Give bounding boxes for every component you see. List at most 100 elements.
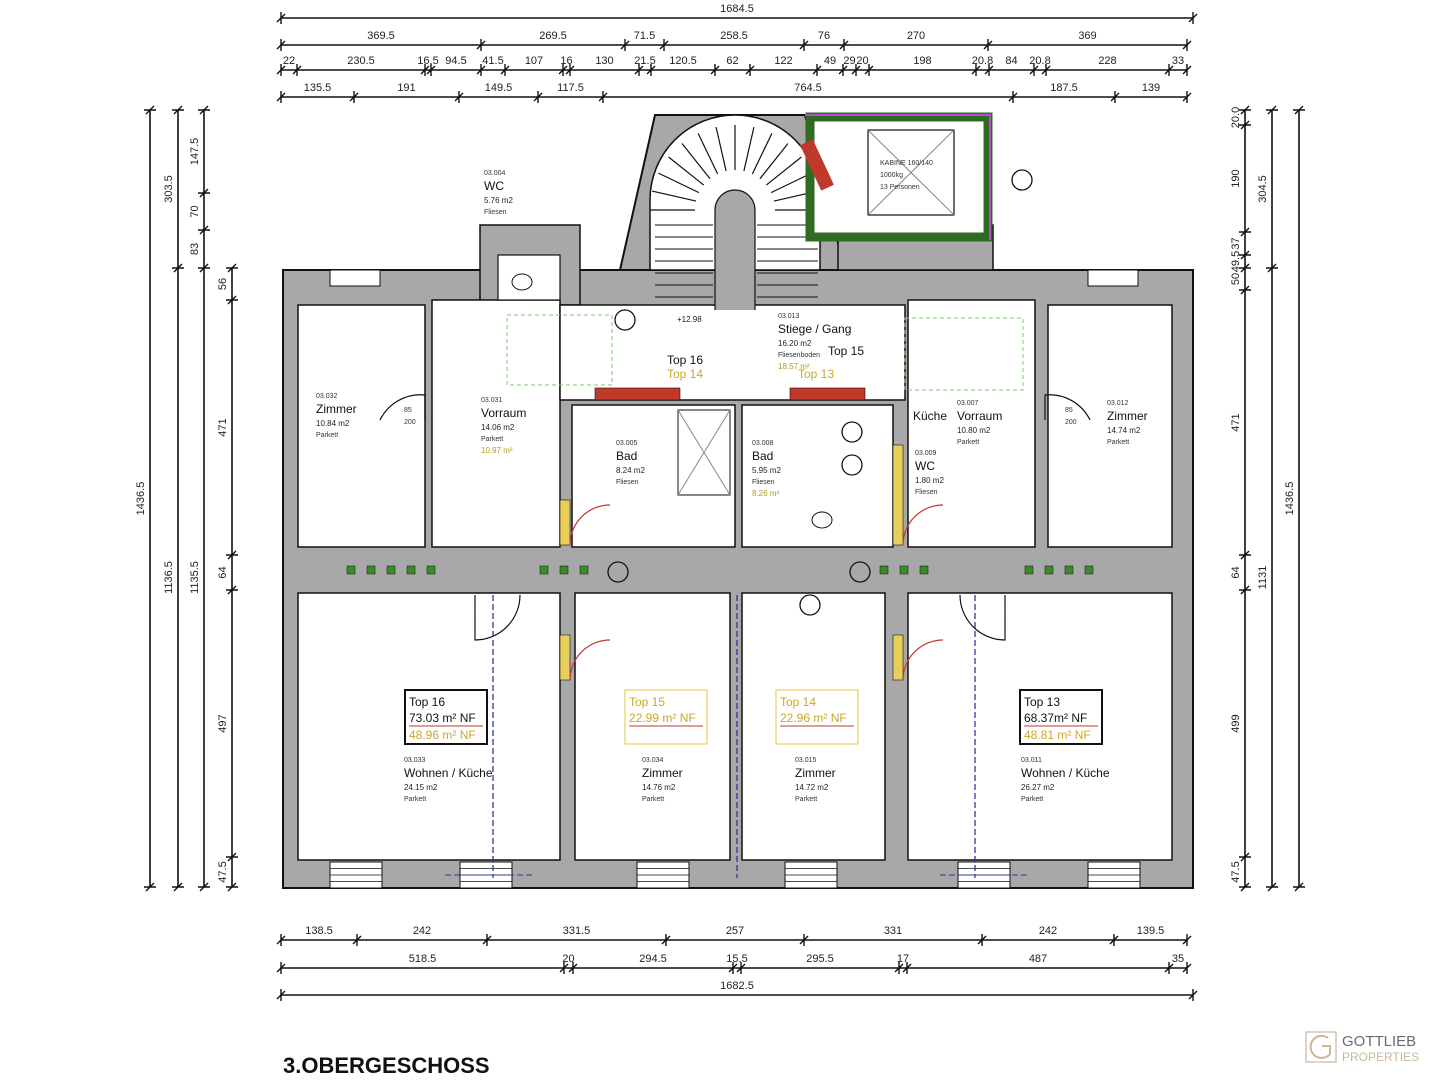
green-marker <box>559 565 569 575</box>
room-floor: Parkett <box>1021 796 1043 803</box>
room-code: 03.031 <box>481 397 503 404</box>
dimension-label: 295.5 <box>806 953 834 965</box>
room-floor: Parkett <box>481 436 503 443</box>
shaft-outline <box>805 114 991 240</box>
yellow-opening <box>559 499 571 546</box>
dimension-tick <box>971 64 981 76</box>
room-code: 03.004 <box>484 170 506 177</box>
green-marker <box>579 565 589 575</box>
toilet-icon <box>811 511 833 529</box>
room-area <box>297 304 426 548</box>
dimension-tick <box>533 91 543 103</box>
room-code: 03.032 <box>316 393 338 400</box>
dimension-tick <box>851 64 861 76</box>
dimension-label: 16.5 <box>417 55 438 67</box>
dimension-tick <box>1293 105 1305 115</box>
dimension-tick <box>226 550 238 560</box>
dimension-tick <box>198 882 210 892</box>
dimension-tick <box>1239 263 1251 273</box>
room-area: 5.76 m2 <box>484 196 513 205</box>
dimension-label: 49 <box>824 55 836 67</box>
room-floor: Parkett <box>316 432 338 439</box>
green-marker <box>1044 565 1054 575</box>
dimension-tick <box>864 64 874 76</box>
dimension-label: 1136.5 <box>163 561 175 594</box>
room-code: 03.011 <box>1021 757 1042 764</box>
red-marker <box>800 139 834 191</box>
corridor-unit-label: Top 14 <box>667 367 703 381</box>
dimension-tick <box>659 39 669 51</box>
dimension-tick <box>276 962 286 974</box>
room-name: Wohnen / Küche <box>1021 766 1110 780</box>
corridor-unit-label: Top 13 <box>798 367 834 381</box>
stair-step <box>668 156 705 186</box>
room-area: 10.84 m2 <box>316 419 350 428</box>
dimension-label: 1682.5 <box>720 980 754 992</box>
dimension-tick <box>1239 585 1251 595</box>
dimension-tick <box>426 64 436 76</box>
symbol-circle-icon <box>799 594 821 616</box>
shower-cross <box>677 409 731 496</box>
dimension-label: 331.5 <box>563 925 591 937</box>
stair-step <box>651 190 697 202</box>
door-swing <box>1044 394 1091 421</box>
stair-step <box>751 133 773 175</box>
room-area <box>1047 304 1173 548</box>
dimension-label: 147.5 <box>189 138 201 166</box>
dimension-label: 149.5 <box>485 82 513 94</box>
stair-step <box>715 126 727 172</box>
room-area: 8.24 m2 <box>616 466 645 475</box>
dimension-label: 1436.5 <box>1284 482 1296 516</box>
dimension-label: 331 <box>884 925 902 937</box>
elevator-label: KABINE 160/140 <box>880 160 933 167</box>
dimension-tick <box>558 64 568 76</box>
dimension-label: 47.5 <box>217 861 229 882</box>
door-swing-red <box>902 504 944 546</box>
dimension-tick <box>1239 285 1251 295</box>
elevator-cabin <box>867 129 955 216</box>
stair-step <box>681 143 711 180</box>
dimension-tick <box>276 989 286 1001</box>
room-area: 26.27 m2 <box>1021 783 1055 792</box>
stair-level: +12.98 <box>677 315 702 324</box>
red-beam <box>594 387 681 401</box>
room-area: 14.74 m2 <box>1107 426 1141 435</box>
dimension-label: 269.5 <box>539 30 567 42</box>
room-prefix: Küche <box>913 409 947 423</box>
green-zone <box>506 314 613 386</box>
dimension-tick <box>482 934 492 946</box>
room-code: 03.008 <box>752 440 774 447</box>
room-area: 1.80 m2 <box>915 476 944 485</box>
dimension-label: 83 <box>189 243 201 255</box>
dimension-tick <box>226 295 238 305</box>
dimension-tick <box>838 64 848 76</box>
room-code: 03.007 <box>957 400 979 407</box>
dimension-tick <box>352 934 362 946</box>
dimension-tick <box>1239 120 1251 130</box>
dimension-tick <box>476 39 486 51</box>
room-floor: Parkett <box>795 796 817 803</box>
dimension-tick <box>1239 852 1251 862</box>
dimension-tick <box>226 585 238 595</box>
dimension-label: 20 <box>562 953 574 965</box>
unit-label: Top 13 <box>1024 695 1060 709</box>
dimension-tick <box>1110 91 1120 103</box>
room-area: 5.95 m2 <box>752 466 781 475</box>
stair-eye <box>714 189 756 310</box>
window <box>329 269 381 287</box>
dimension-tick <box>661 934 671 946</box>
dimension-label: 471 <box>1230 413 1242 431</box>
unit-area: 73.03 m² NF <box>409 711 476 725</box>
symbol-circle-icon <box>841 454 863 476</box>
dimension-tick <box>839 39 849 51</box>
dimension-tick <box>276 64 286 76</box>
dimension-label: 64 <box>1230 566 1242 578</box>
door-swing <box>474 594 521 641</box>
green-marker <box>1064 565 1074 575</box>
